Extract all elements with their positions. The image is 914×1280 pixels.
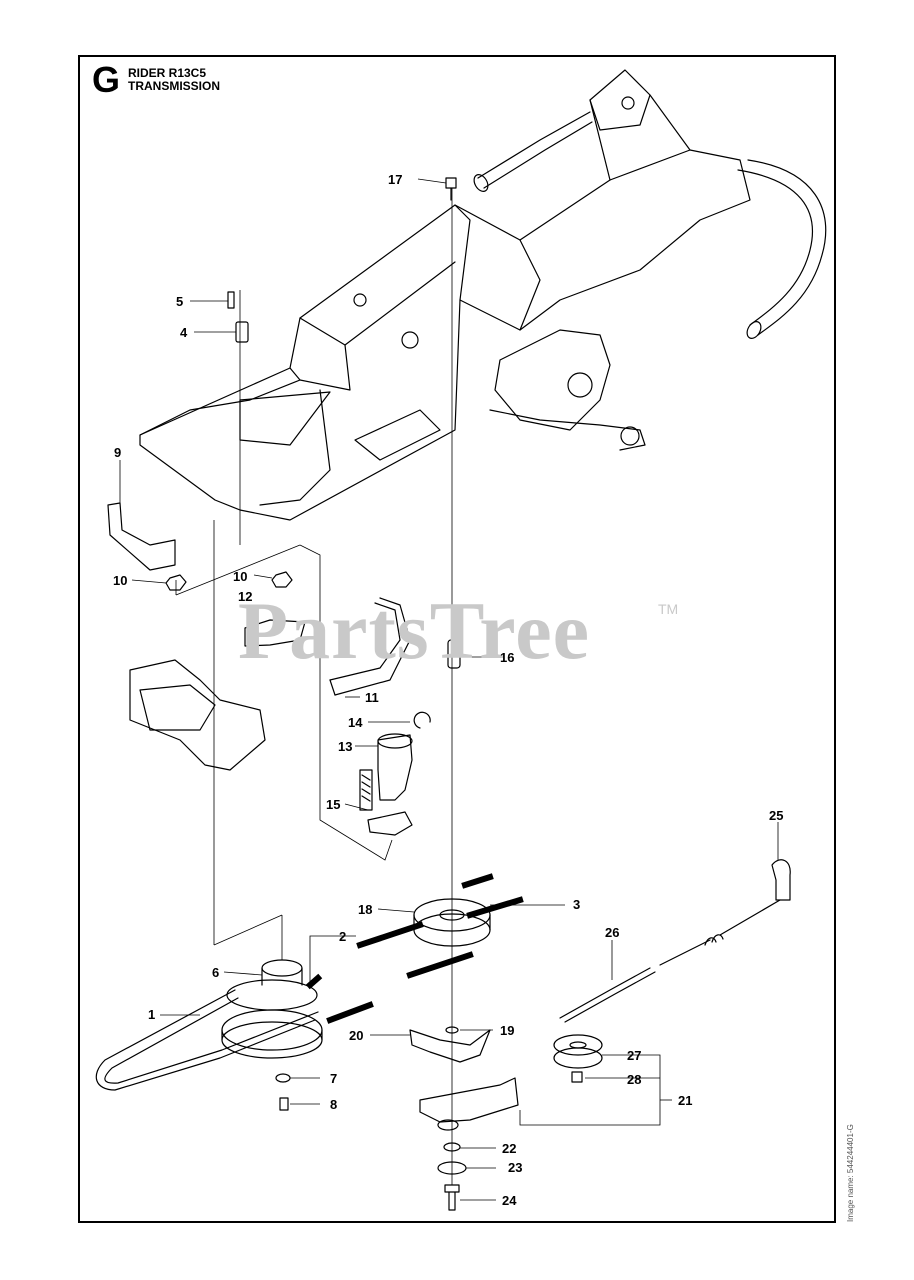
bolt-24 (444, 1184, 460, 1211)
watermark-brand: PartsTree (238, 585, 591, 676)
callout-part-10a[interactable]: 10 (113, 573, 128, 588)
chassis-frame (139, 69, 751, 521)
nut-10b (271, 571, 293, 588)
callout-part-23[interactable]: 23 (508, 1160, 523, 1175)
callout-part-22[interactable]: 22 (502, 1141, 517, 1156)
callout-part-14[interactable]: 14 (348, 715, 363, 730)
arm-20 (409, 1029, 491, 1063)
callout-part-28[interactable]: 28 (627, 1072, 642, 1087)
belt-bands (305, 873, 524, 1024)
callout-part-5[interactable]: 5 (176, 294, 184, 309)
callout-part-25[interactable]: 25 (769, 808, 784, 823)
callout-part-10b[interactable]: 10 (233, 569, 248, 584)
diagram-frame (78, 55, 836, 1223)
callout-part-20[interactable]: 20 (349, 1028, 364, 1043)
callout-part-11[interactable]: 11 (365, 690, 379, 705)
bushing-4 (235, 321, 249, 343)
callout-part-13[interactable]: 13 (338, 739, 353, 754)
model-title: RIDER R13C5 (128, 66, 207, 80)
clip-25 (771, 859, 791, 901)
rear-handle-tube (473, 111, 827, 339)
callout-part-15[interactable]: 15 (326, 797, 341, 812)
spring-26 (559, 967, 651, 1019)
callout-part-3[interactable]: 3 (573, 897, 581, 912)
callout-part-7[interactable]: 7 (330, 1071, 338, 1086)
spacer-28 (571, 1071, 583, 1083)
cable-9 (107, 502, 176, 571)
washer-7 (275, 1073, 291, 1083)
assembly-title: TRANSMISSION (128, 79, 221, 93)
belt-guide-bracket (244, 597, 411, 696)
bracket-21 (419, 1077, 519, 1123)
callout-part-18[interactable]: 18 (358, 902, 373, 917)
v-belt-1 (95, 989, 316, 1091)
callout-part-4[interactable]: 4 (180, 325, 188, 340)
bolt-8 (279, 1097, 289, 1111)
engine-deck-outline (129, 659, 266, 771)
leader-lines (119, 178, 779, 1201)
callout-part-16[interactable]: 16 (500, 650, 515, 665)
pin-5 (227, 291, 235, 309)
callout-part-1[interactable]: 1 (148, 1007, 156, 1022)
cable-26 (659, 899, 781, 966)
retaining-ring (413, 711, 431, 729)
callout-part-17[interactable]: 17 (388, 172, 403, 187)
bolt-17 (445, 177, 457, 201)
section-letter: G (92, 59, 121, 100)
callout-part-12[interactable]: 12 (238, 589, 253, 604)
callout-part-26[interactable]: 26 (605, 925, 620, 940)
watermark-trademark: TM (658, 601, 679, 617)
callout-part-2[interactable]: 2 (339, 929, 347, 944)
callout-part-9[interactable]: 9 (114, 445, 122, 460)
callout-part-8[interactable]: 8 (330, 1097, 338, 1112)
callout-part-24[interactable]: 24 (502, 1193, 517, 1208)
tensioner-arm (359, 733, 413, 836)
bushing-16 (447, 639, 461, 669)
callout-part-21[interactable]: 21 (678, 1093, 693, 1108)
callout-part-6[interactable]: 6 (212, 965, 220, 980)
callout-part-27[interactable]: 27 (627, 1048, 642, 1063)
callout-part-19[interactable]: 19 (500, 1023, 515, 1038)
idler-pulley-27 (553, 1034, 603, 1069)
engine-pulley (221, 959, 323, 1059)
image-name-caption: Image name: 544244401-G (846, 1124, 855, 1222)
